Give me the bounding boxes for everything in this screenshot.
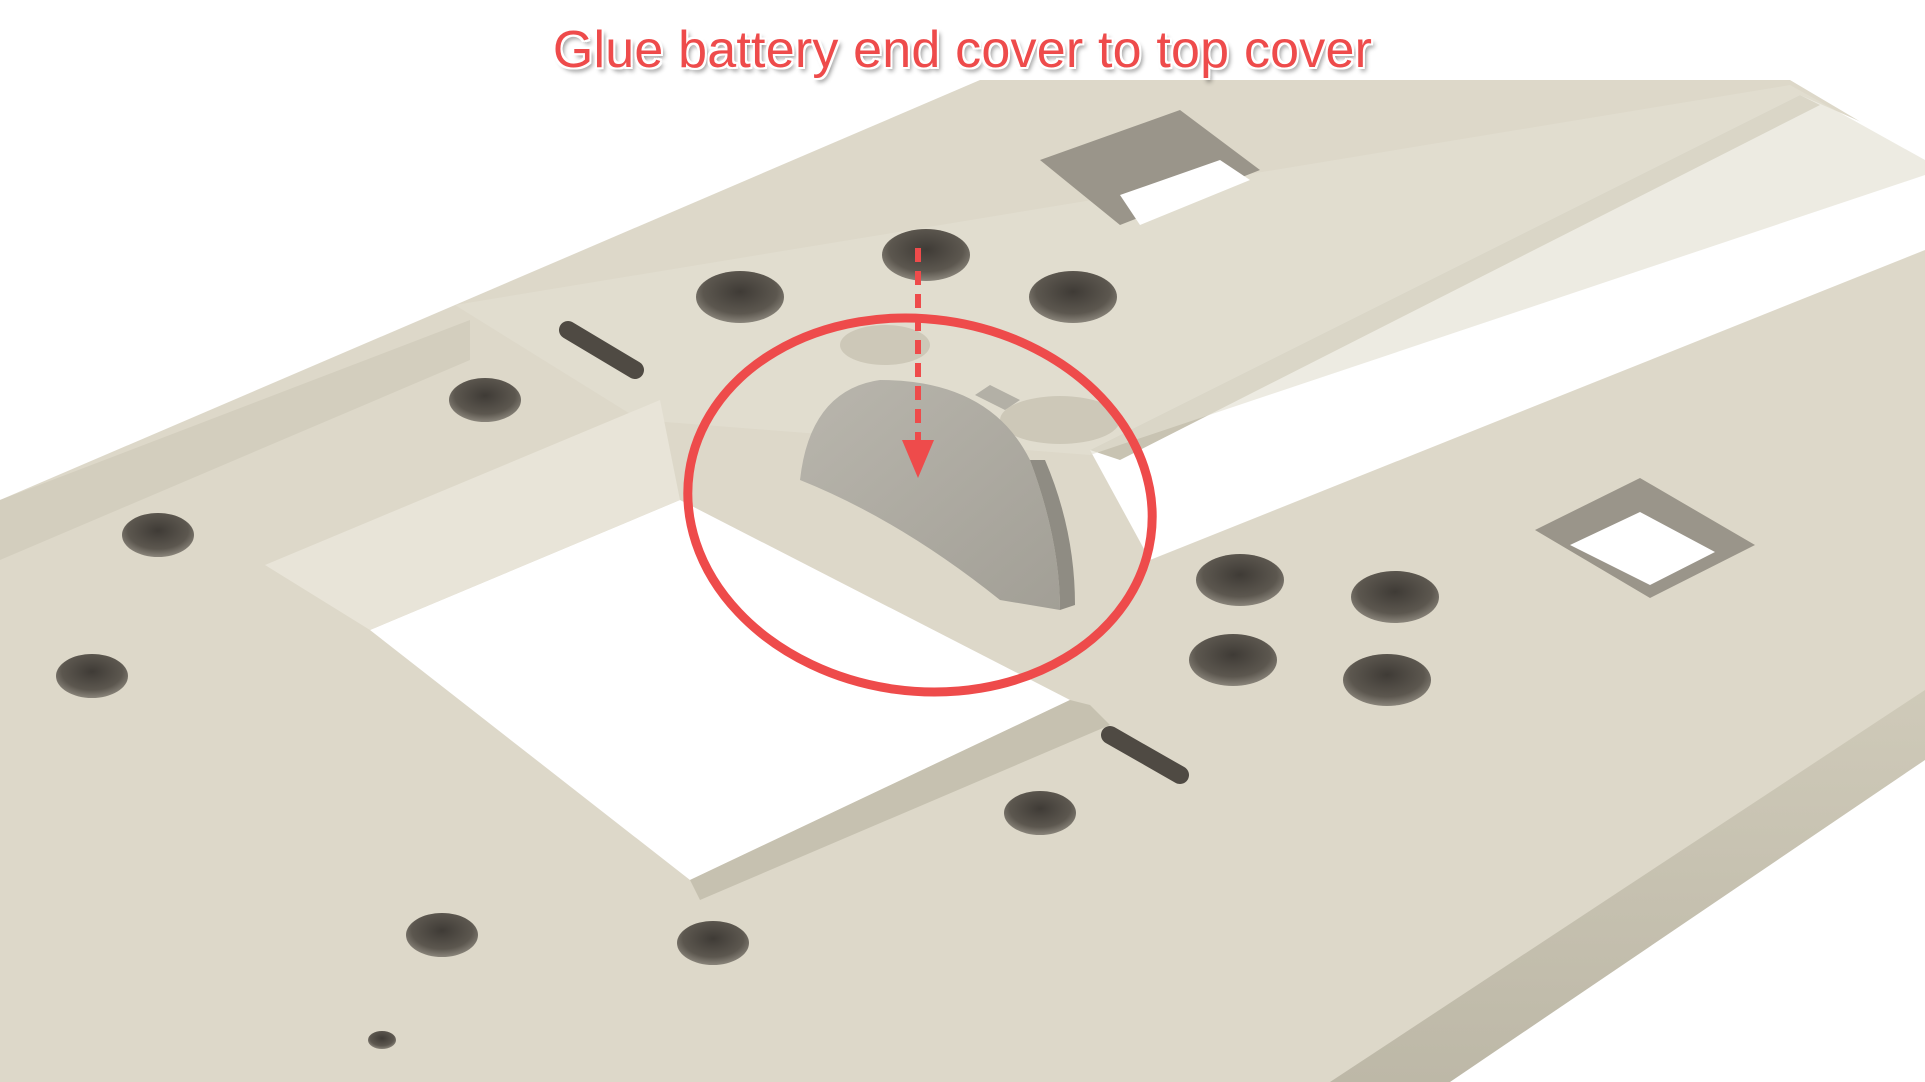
oblong-slots: [559, 321, 1189, 784]
upper-pocket-through: [1120, 160, 1250, 225]
highlight-circle: [683, 313, 1157, 697]
hole: [1029, 271, 1117, 323]
battery-window-wall-left: [265, 400, 680, 630]
hole: [368, 1031, 396, 1049]
hole: [1004, 791, 1076, 835]
plate-side-face: [1330, 690, 1925, 1082]
hole: [56, 654, 128, 698]
dashed-arrow: [902, 248, 934, 478]
top-cover-plate: [0, 80, 1925, 1082]
upper-pocket: [1040, 110, 1260, 225]
right-pocket-through: [1570, 512, 1715, 585]
mounting-holes: [56, 229, 1439, 1049]
cover-boss: [840, 325, 930, 365]
instruction-caption: Glue battery end cover to top cover: [552, 21, 1373, 79]
slot: [559, 321, 644, 379]
hole: [677, 921, 749, 965]
hole: [1351, 571, 1439, 623]
battery-end-cover: [800, 325, 1120, 610]
hole: [1196, 554, 1284, 606]
end-cover-tab: [975, 385, 1020, 410]
end-cover-edge: [1030, 460, 1075, 610]
slot: [1101, 726, 1189, 784]
hole: [696, 271, 784, 323]
hole: [882, 229, 970, 281]
hole: [406, 913, 478, 957]
hole: [122, 513, 194, 557]
cover-boss: [1000, 396, 1120, 444]
battery-window-cutout: [370, 500, 1070, 880]
plate-front-face: [0, 320, 470, 560]
battery-window-wall-bottom: [690, 700, 1110, 900]
end-cover-half-disc: [800, 380, 1060, 610]
hole: [1189, 634, 1277, 686]
hole: [1343, 654, 1431, 706]
upper-rail: [455, 85, 1925, 455]
hole: [449, 378, 521, 422]
arrow-head-icon: [902, 440, 934, 478]
